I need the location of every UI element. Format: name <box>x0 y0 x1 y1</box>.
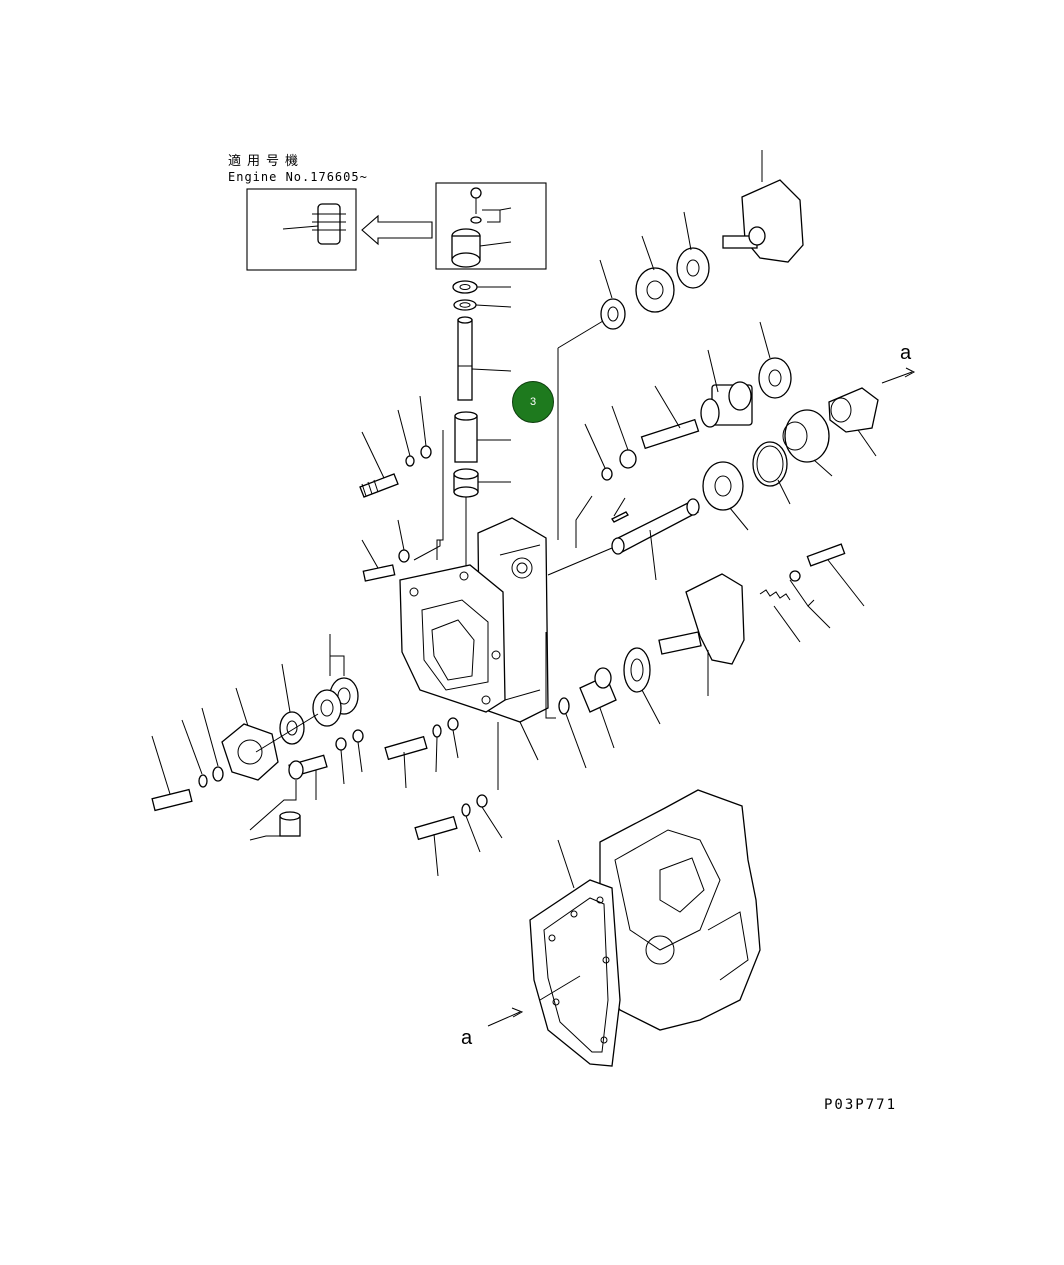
view-marker-upper: a <box>900 342 912 364</box>
pump-housing <box>399 517 549 723</box>
part-callout-button[interactable]: 3 <box>512 381 554 423</box>
left-fasteners <box>359 395 441 582</box>
lower-shaft-assembly <box>547 441 791 581</box>
engine-serial-range: Engine No.176605~ <box>228 170 368 184</box>
new-part-box <box>246 188 357 271</box>
replacement-arrow <box>361 214 433 246</box>
applicability-heading: 適用号機 <box>228 154 305 169</box>
drawing-number: P03P771 <box>824 1097 898 1113</box>
middle-shaft-gears <box>584 321 916 481</box>
governor-lever-assembly <box>558 543 865 769</box>
old-part-box <box>435 182 547 270</box>
vertical-shaft-stack <box>452 280 512 570</box>
upper-gear-train <box>599 150 804 330</box>
old-part-screw-assembly <box>451 187 512 268</box>
view-marker-lower: a <box>461 1027 473 1049</box>
applicability-inset <box>246 182 547 271</box>
engine-block-with-gasket <box>487 789 761 1067</box>
plug-bolt-group <box>249 717 503 877</box>
new-part-fitting <box>282 203 346 245</box>
coupling-bearing-group <box>151 634 364 812</box>
